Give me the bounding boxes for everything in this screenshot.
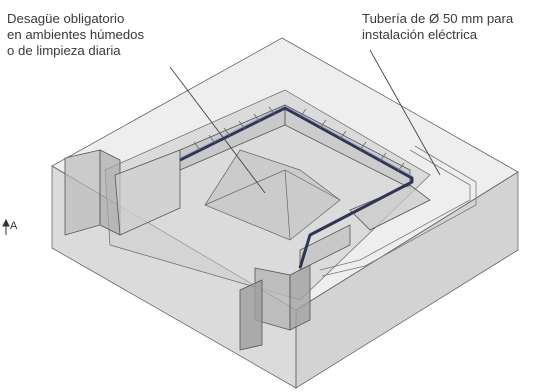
section-arrow <box>2 218 10 235</box>
section-label: A <box>10 220 18 232</box>
drain-annotation-line3: o de limpieza diaria <box>7 43 121 58</box>
electric-conduit <box>179 106 414 269</box>
drain-annotation-line2: en ambientes húmedos <box>7 27 145 42</box>
drain-annotation: Desagüe obligatorio en ambientes húmedos… <box>7 11 144 59</box>
pipe-annotation-line2: instalación eléctrica <box>362 27 478 42</box>
drain-annotation-line1: Desagüe obligatorio <box>7 11 125 26</box>
rebar-hooks <box>193 106 405 172</box>
pipe-annotation: Tubería de Ø 50 mm para instalación eléc… <box>362 11 513 43</box>
outer-tubes <box>319 145 477 277</box>
pipe-annotation-line1: Tubería de Ø 50 mm para <box>362 11 514 26</box>
leader-lines <box>169 49 441 194</box>
box-right-face <box>295 171 519 389</box>
conduit-highlight <box>179 105 413 177</box>
